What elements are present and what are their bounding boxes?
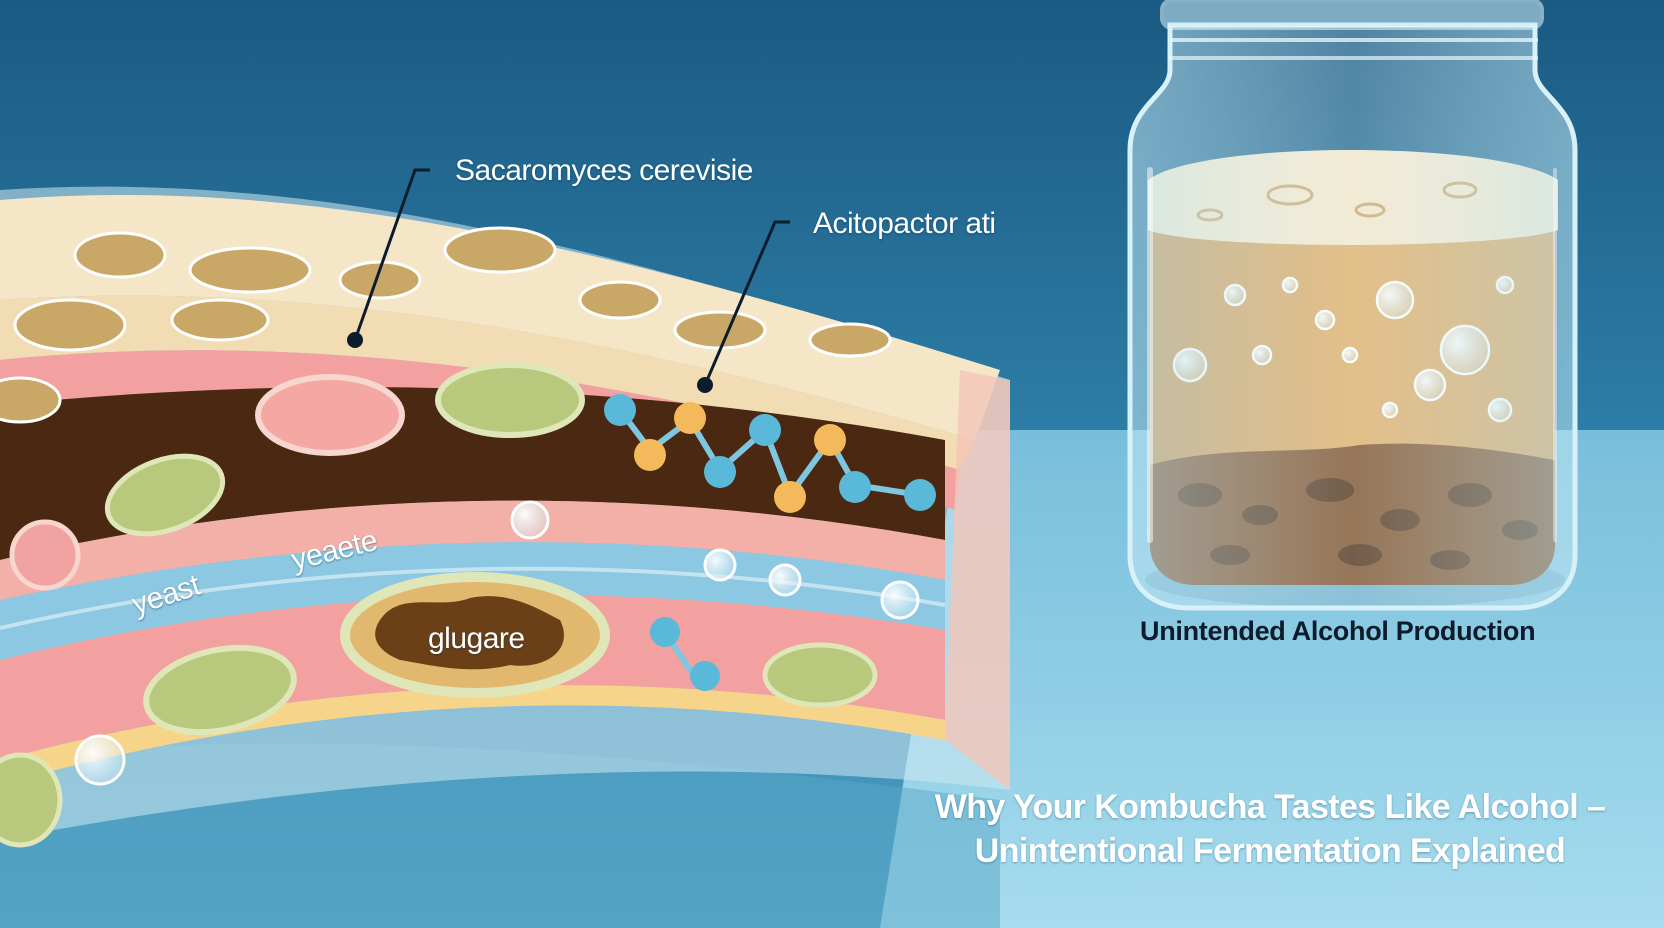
atom-blue: [604, 394, 636, 426]
bubble: [880, 580, 920, 620]
pointer-dot-2: [697, 377, 713, 393]
pore: [188, 246, 312, 294]
bubble: [74, 734, 126, 786]
jar-caption: Unintended Alcohol Production: [1140, 616, 1536, 646]
glucose-core: [375, 596, 564, 670]
cell-label-glugare: glugare: [428, 622, 525, 655]
callout-label-yeast-species: Sacaromyces cerevisie: [455, 154, 753, 187]
atom-blue: [650, 617, 680, 647]
cut-face: [945, 370, 1010, 790]
headline-line-2: Unintentional Fermentation Explained: [974, 832, 1566, 870]
green-cell: [435, 362, 585, 438]
atom-blue: [904, 479, 936, 511]
callout-label-bacteria-species: Acitopactor ati: [813, 207, 996, 240]
jar-glass: [1127, 22, 1578, 611]
pore: [170, 298, 270, 342]
pointer-line-2: [703, 220, 790, 386]
jar-rim: [1160, 0, 1544, 30]
yeast-cells: [0, 362, 878, 848]
headline: Why Your Kombucha Tastes Like Alcohol – …: [920, 785, 1620, 873]
green-cell-lower: [143, 644, 297, 736]
atom-blue: [749, 414, 781, 446]
atom-blue: [690, 661, 720, 691]
atom-blue: [839, 471, 871, 503]
pink-cell: [255, 374, 405, 456]
molecule-chain: [604, 394, 936, 691]
headline-line-1: Why Your Kombucha Tastes Like Alcohol –: [934, 788, 1606, 826]
atom-orange: [814, 424, 846, 456]
pore: [808, 322, 892, 358]
pink-band-mid: [0, 500, 945, 600]
green-cell-small: [762, 642, 878, 708]
pink-spiky-cell: [9, 519, 81, 591]
pore: [0, 376, 62, 424]
kombucha-jar: [1127, 0, 1578, 611]
pore: [443, 226, 557, 274]
biofilm-pores: [0, 226, 892, 424]
cross-section: [0, 168, 1010, 848]
atom-orange: [634, 439, 666, 471]
atom-orange: [674, 402, 706, 434]
pore: [338, 260, 422, 300]
atom-blue: [704, 456, 736, 488]
bubble: [768, 563, 802, 597]
green-cell-edge: [0, 752, 63, 848]
pore: [673, 310, 767, 350]
yellow-edge: [0, 685, 945, 785]
bubble: [510, 500, 550, 540]
pointer-line-1: [353, 168, 430, 341]
bubble: [703, 548, 737, 582]
callout-pointers: [353, 168, 790, 386]
pore: [578, 280, 662, 320]
green-cell-spiky: [104, 453, 226, 537]
biofilm-lower: [0, 295, 975, 470]
dark-layer: [0, 387, 945, 560]
pointer-dot-1: [347, 332, 363, 348]
blue-band-line: [0, 566, 946, 630]
pore: [13, 298, 127, 352]
atom-orange: [774, 481, 806, 513]
pore: [73, 231, 167, 279]
section-bubbles: [74, 500, 920, 786]
